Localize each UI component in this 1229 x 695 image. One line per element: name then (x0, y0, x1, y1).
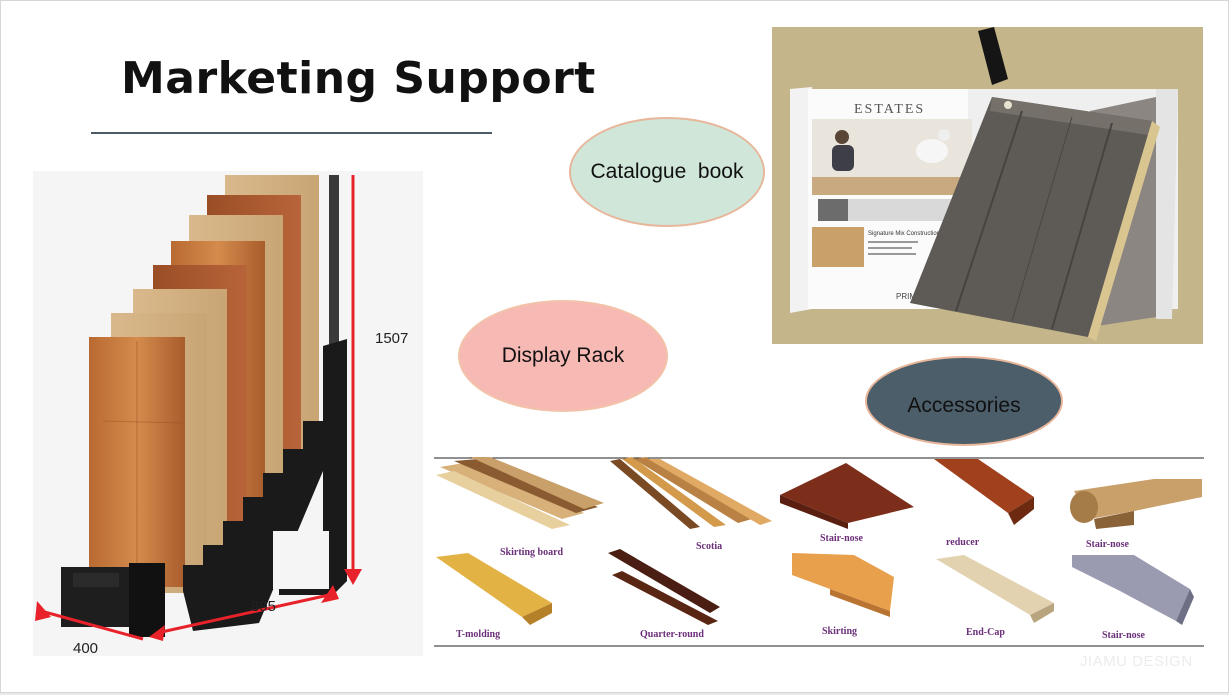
t-molding-icon (436, 553, 552, 625)
catalogue-book-label: Catalogue book (590, 160, 744, 183)
end-cap-icon (936, 555, 1054, 623)
accessory-label-reducer: reducer (946, 537, 980, 548)
display-rack-label: Display Rack (501, 344, 625, 367)
accessory-label-stair-nose: Stair-nose (820, 533, 864, 544)
catalogue-heading: Signature Mix Construction (868, 231, 940, 237)
scotia-icon (610, 457, 772, 529)
accessory-label-skirting: Skirting (822, 626, 857, 637)
slide-title: Marketing Support (121, 53, 596, 104)
stair-nose-icon (780, 463, 914, 529)
display-rack-illustration: 1507 895 400 (33, 171, 423, 656)
rack-width-label: 400 (73, 640, 98, 656)
accessory-label-skirting-board: Skirting board (500, 547, 564, 558)
stair-nose-round-icon (1070, 479, 1202, 529)
catalogue-book-photo: ESTATES Signature Mix Construction PRIMC… (772, 27, 1203, 344)
quarter-round-icon (608, 549, 720, 625)
catalogue-book-callout: Catalogue book (569, 117, 765, 227)
accessory-label-scotia: Scotia (696, 541, 722, 552)
skirting-board-icon (436, 457, 604, 529)
accessory-label-end-cap: End-Cap (966, 627, 1005, 638)
catalogue-footer: PRIMCO (896, 292, 928, 301)
display-rack-callout: Display Rack (458, 300, 668, 412)
accessory-label-stair-nose-round: Stair-nose (1086, 539, 1130, 550)
title-underline (91, 132, 492, 134)
watermark: JIAMU DESIGN (1080, 653, 1193, 670)
stair-nose-grey-icon (1072, 555, 1194, 625)
reducer-icon (934, 459, 1034, 525)
rack-depth-label: 895 (251, 598, 276, 615)
accessories-strip: Skirting board Scotia Stair-nose reducer… (434, 457, 1204, 647)
accessory-label-t-molding: T-molding (456, 629, 500, 640)
accessories-callout: Accessories (865, 356, 1063, 446)
accessory-label-quarter-round: Quarter-round (640, 629, 704, 640)
accessory-label-stair-nose-grey: Stair-nose (1102, 630, 1146, 641)
catalogue-brand: ESTATES (854, 102, 925, 117)
accessories-label: Accessories (907, 394, 1021, 417)
flooring-sample (910, 97, 1152, 337)
rack-height-label: 1507 (375, 330, 408, 347)
skirting-icon (792, 553, 894, 617)
